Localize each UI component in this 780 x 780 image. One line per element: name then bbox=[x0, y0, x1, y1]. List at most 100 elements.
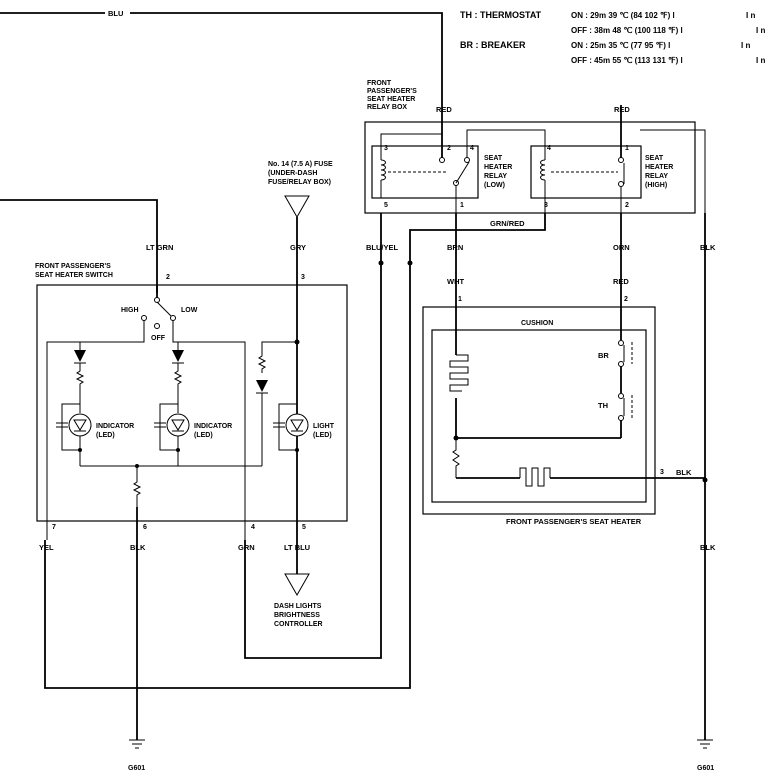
thermostat-label: TH : THERMOSTAT bbox=[460, 10, 542, 20]
heater-pin-1: 1 bbox=[458, 296, 462, 303]
dash-lights-controller: DASH LIGHTS BRIGHTNESS CONTROLLER bbox=[274, 573, 323, 628]
wire-label-orn: ORN bbox=[613, 243, 630, 252]
indicator1-label-2: (LED) bbox=[96, 432, 115, 439]
ground-left-label: G601 bbox=[128, 765, 145, 772]
relay-pin-4a: 4 bbox=[470, 145, 474, 152]
relay-pin-2b: 2 bbox=[625, 202, 629, 209]
switch-pin-5: 5 bbox=[302, 524, 306, 531]
relay-pin-5: 5 bbox=[384, 202, 388, 209]
wire-label-red-right: RED bbox=[614, 105, 630, 114]
wire-blk-right: BLK BLK bbox=[700, 213, 716, 740]
ground-right: G601 bbox=[697, 739, 714, 772]
seat-heater-switch: FRONT PASSENGER'S SEAT HEATER SWITCH 2 3… bbox=[35, 263, 348, 740]
indicator2-label-1: INDICATOR bbox=[194, 423, 232, 430]
dash-label-1: DASH LIGHTS bbox=[274, 603, 322, 610]
switch-title-1: FRONT PASSENGER'S bbox=[35, 263, 111, 270]
indicator-high-led-icon bbox=[68, 413, 92, 437]
light-label-2: (LED) bbox=[313, 432, 332, 439]
wire-label-red-lower: RED bbox=[613, 277, 629, 286]
switch-off-label: OFF bbox=[151, 335, 166, 342]
switch-title-2: SEAT HEATER SWITCH bbox=[35, 272, 113, 279]
diode-high-icon bbox=[74, 350, 86, 362]
indicator1-label-1: INDICATOR bbox=[96, 423, 134, 430]
relay-box-title-3: SEAT HEATER bbox=[367, 96, 415, 103]
breaker-text: BR bbox=[598, 351, 609, 360]
wire-label-grn: GRN bbox=[238, 543, 255, 552]
thermostat-on-unit: I n bbox=[746, 11, 755, 20]
low-relay-label-1: SEAT bbox=[484, 155, 503, 162]
wire-label-red-left: RED bbox=[436, 105, 452, 114]
thermostat-on-spec: ON : 29m 39 ℃ (84 102 ℉) l bbox=[571, 11, 675, 20]
light-led-icon bbox=[285, 413, 309, 437]
fuse-label-3: FUSE/RELAY BOX) bbox=[268, 179, 331, 186]
relay-pin-3a: 3 bbox=[384, 145, 388, 152]
high-relay-label-3: RELAY bbox=[645, 173, 668, 180]
wire-blu: BLU bbox=[0, 9, 443, 105]
indicator-low-led-icon bbox=[166, 413, 190, 437]
wire-label-brn: BRN bbox=[447, 243, 463, 252]
wire-label-blu-yel: BLU/YEL bbox=[366, 243, 399, 252]
wire-label-yel: YEL bbox=[39, 543, 54, 552]
wire-label-blk-right: BLK bbox=[700, 243, 716, 252]
high-relay-label-2: HEATER bbox=[645, 164, 673, 171]
wire-label-gry: GRY bbox=[290, 243, 306, 252]
wire-blu-yel: BLU/YEL bbox=[244, 213, 399, 659]
relay-pin-1b: 1 bbox=[625, 145, 629, 152]
breaker-on-unit: I n bbox=[741, 41, 750, 50]
relay-box-title-2: PASSENGER'S bbox=[367, 88, 417, 95]
high-relay-label-4: (HIGH) bbox=[645, 182, 667, 189]
wire-grn-red: GRN/RED bbox=[44, 213, 546, 689]
thermostat-text: TH bbox=[598, 401, 608, 410]
wire-label-lt-grn: LT GRN bbox=[146, 243, 173, 252]
relay-pin-4b: 4 bbox=[547, 145, 551, 152]
breaker-off-spec: OFF : 45m 55 ℃ (113 131 ℉) l bbox=[571, 56, 683, 65]
low-relay-label-3: RELAY bbox=[484, 173, 507, 180]
wire-label-wht: WHT bbox=[447, 277, 464, 286]
ground-left: G601 bbox=[128, 739, 145, 772]
seat-heater-title: FRONT PASSENGER'S SEAT HEATER bbox=[506, 517, 642, 526]
switch-pin-2: 2 bbox=[166, 274, 170, 281]
wire-brn: BRN WHT bbox=[447, 213, 464, 300]
wire-label-grn-red: GRN/RED bbox=[490, 219, 525, 228]
fuse-arrow-icon bbox=[284, 195, 310, 219]
breaker-off-unit: I n bbox=[756, 56, 765, 65]
dash-label-3: CONTROLLER bbox=[274, 621, 323, 628]
breaker-symbol bbox=[618, 340, 633, 367]
low-relay-label-4: (LOW) bbox=[484, 182, 505, 189]
switch-high-label: HIGH bbox=[121, 307, 139, 314]
relay-pin-3b: 3 bbox=[544, 202, 548, 209]
wire-orn: ORN RED bbox=[613, 213, 630, 300]
relay-pin-1a: 1 bbox=[460, 202, 464, 209]
high-relay-label-1: SEAT bbox=[645, 155, 664, 162]
dash-label-2: BRIGHTNESS bbox=[274, 612, 320, 619]
diode-light-icon bbox=[256, 380, 268, 392]
high-relay-switch bbox=[618, 157, 625, 213]
low-relay-label-2: HEATER bbox=[484, 164, 512, 171]
relay-box-title-1: FRONT bbox=[367, 80, 392, 87]
diode-low-icon bbox=[172, 350, 184, 362]
seat-heater: 1 2 3 CUSHION BLK BR bbox=[422, 296, 705, 526]
switch-low-label: LOW bbox=[181, 307, 198, 314]
cushion-label: CUSHION bbox=[521, 320, 553, 327]
thermostat-off-spec: OFF : 38m 48 ℃ (100 118 ℉) l bbox=[571, 26, 683, 35]
cushion-element-low bbox=[449, 354, 469, 392]
fuse: No. 14 (7.5 A) FUSE (UNDER-DASH FUSE/REL… bbox=[268, 161, 333, 540]
heater-pin-2: 2 bbox=[624, 296, 628, 303]
dash-arrow-icon bbox=[284, 573, 310, 597]
thermostat-symbol bbox=[618, 393, 633, 421]
spec-block: TH : THERMOSTAT ON : 29m 39 ℃ (84 102 ℉)… bbox=[460, 10, 765, 65]
wire-label-blu: BLU bbox=[108, 9, 123, 18]
low-relay-switch bbox=[439, 157, 470, 213]
switch-pin-3: 3 bbox=[301, 274, 305, 281]
high-relay-coil bbox=[540, 158, 618, 198]
wire-label-blk-switch: BLK bbox=[130, 543, 146, 552]
cushion-element-high bbox=[519, 467, 551, 487]
wire-label-blk-heater: BLK bbox=[676, 468, 692, 477]
fuse-label-2: (UNDER-DASH bbox=[268, 170, 317, 177]
heater-pin-3: 3 bbox=[660, 469, 664, 476]
low-relay-coil bbox=[380, 158, 448, 198]
light-label-1: LIGHT bbox=[313, 423, 335, 430]
relay-box: FRONT PASSENGER'S SEAT HEATER RELAY BOX … bbox=[364, 80, 706, 214]
switch-pin-7: 7 bbox=[52, 524, 56, 531]
